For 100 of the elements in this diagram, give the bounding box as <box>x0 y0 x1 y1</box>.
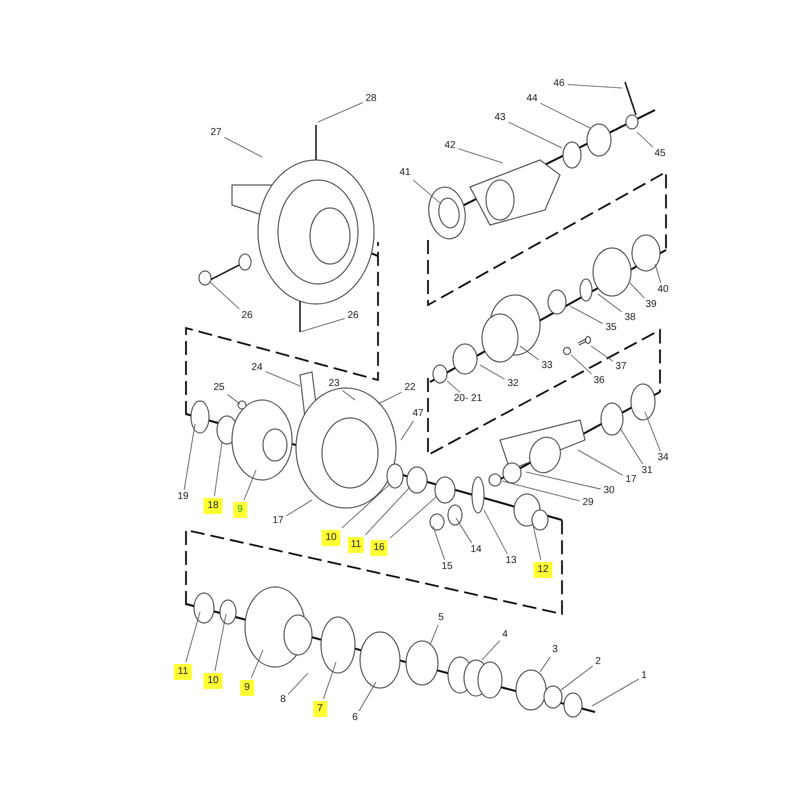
callout-number: 43 <box>494 113 506 123</box>
callout-number: 9 <box>240 680 254 696</box>
callout-number: 2 <box>595 657 601 667</box>
leader-line <box>214 442 222 496</box>
callout-number: 30 <box>603 486 615 496</box>
leader-line <box>378 392 402 404</box>
leader-line <box>446 380 460 392</box>
leader-line <box>480 364 505 380</box>
callout-number: 10 <box>203 673 223 689</box>
leader-line <box>630 282 645 298</box>
leader-line <box>265 371 300 386</box>
leader-line <box>456 518 472 544</box>
leader-line <box>364 486 410 536</box>
leader-line <box>532 520 542 560</box>
leader-line <box>286 500 312 516</box>
callout-number: 16 <box>370 540 388 556</box>
leader-line <box>300 318 345 332</box>
callout-number: 12 <box>533 562 553 578</box>
callout-number: 3 <box>552 645 558 655</box>
leader-line <box>400 420 414 440</box>
leader-line <box>620 428 643 464</box>
callout-number: 14 <box>470 545 482 555</box>
leader-line <box>567 84 622 88</box>
leader-line <box>654 264 662 284</box>
callout-number: 40 <box>657 285 669 295</box>
callout-number: 8 <box>280 695 286 705</box>
leader-line <box>482 640 500 660</box>
callout-number: 15 <box>441 562 453 572</box>
washer <box>563 347 571 355</box>
callout-number: 17 <box>625 475 637 485</box>
callout-number: 23 <box>328 379 340 389</box>
callout-number: 19 <box>177 492 189 502</box>
callout-number: 7 <box>313 701 327 717</box>
callout-number: 42 <box>444 141 456 151</box>
leader-line <box>526 472 601 490</box>
leader-line <box>390 496 438 538</box>
leader-line <box>342 484 390 528</box>
leader-line <box>570 306 603 324</box>
leader-line <box>458 148 504 164</box>
leader-line <box>432 526 445 560</box>
callout-number: 18 <box>203 498 223 514</box>
callout-number: 17 <box>272 516 284 526</box>
leader-line <box>570 354 592 374</box>
leader-line <box>598 294 622 312</box>
callout-number: 35 <box>605 323 617 333</box>
callout-number: 39 <box>645 300 657 310</box>
leader-line <box>288 672 308 695</box>
leader-line <box>250 650 264 678</box>
callout-number: 46 <box>553 79 565 89</box>
callout-number: 45 <box>654 149 666 159</box>
leader-line <box>592 678 640 706</box>
callout-number: 20- 21 <box>454 394 482 404</box>
callout-number: 47 <box>412 409 424 419</box>
callout-number: 11 <box>174 664 192 680</box>
callout-number: 27 <box>210 128 222 138</box>
leader-line <box>224 136 262 158</box>
callout-number: 32 <box>507 379 519 389</box>
callout-number: 22 <box>404 383 416 393</box>
callout-number: 31 <box>641 466 653 476</box>
callout-number: 26 <box>241 311 253 321</box>
leader-line <box>430 624 439 646</box>
leader-line <box>508 122 562 148</box>
leader-line <box>412 180 440 204</box>
leader-line <box>520 346 539 360</box>
leader-line <box>590 346 613 362</box>
callout-number: 41 <box>399 168 411 178</box>
leader-line <box>227 394 240 404</box>
callout-number: 5 <box>438 613 444 623</box>
callout-number: 25 <box>213 383 225 393</box>
leader-line <box>484 510 508 554</box>
callout-number: 34 <box>657 453 669 463</box>
leader-line <box>323 662 336 700</box>
leader-line <box>210 282 240 310</box>
leader-line <box>358 682 376 712</box>
leader-line <box>502 480 580 502</box>
leader-line <box>540 102 590 128</box>
callout-number: 10 <box>321 530 341 546</box>
leader-line <box>644 412 661 452</box>
callout-number: 11 <box>348 537 364 553</box>
callout-number: 33 <box>541 361 553 371</box>
leader-line <box>185 612 200 662</box>
leader-line <box>540 656 551 672</box>
callout-number: 4 <box>502 630 508 640</box>
callout-number: 24 <box>251 363 263 373</box>
callout-number: 13 <box>505 556 517 566</box>
leader-line <box>244 470 256 500</box>
callout-number: 6 <box>352 713 358 723</box>
callout-number: 44 <box>526 94 538 104</box>
callout-number: 37 <box>615 362 627 372</box>
callout-number: 26 <box>347 311 359 321</box>
leader-line <box>578 450 623 476</box>
bolt-drawing <box>577 336 591 346</box>
callout-number: 29 <box>582 498 594 508</box>
leader-line <box>318 102 363 122</box>
callout-number: 28 <box>365 94 377 104</box>
leader-line <box>342 390 356 400</box>
callout-number: 1 <box>641 671 647 681</box>
leader-line <box>636 132 654 148</box>
callout-number: 38 <box>624 313 636 323</box>
callout-number: 36 <box>593 376 605 386</box>
